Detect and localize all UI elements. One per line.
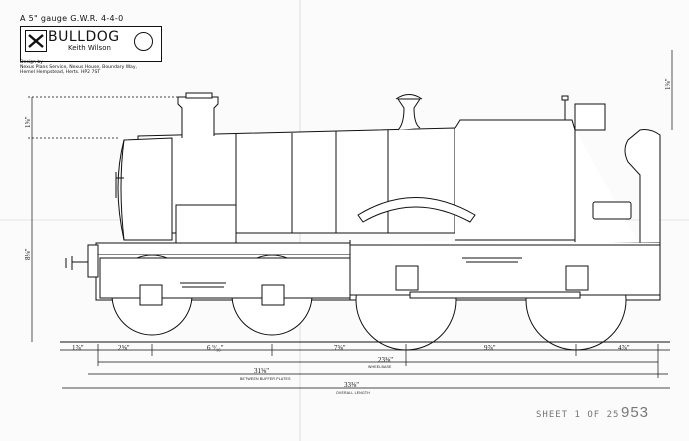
gauge-caption: A 5" gauge G.W.R. 4-4-0 [20, 14, 124, 23]
dim-bogie-front: 2⅝" [118, 344, 130, 352]
design-line: Nexus Plans Service, Nexus House, Bounda… [20, 65, 137, 71]
scale-stamp-icon [134, 32, 153, 51]
author-name: Keith Wilson [68, 44, 111, 52]
design-line: Design by [20, 60, 43, 65]
axlebox [261, 284, 285, 306]
dim-bogie-wheelbase: 6 ⁹⁄₁₆" [207, 344, 224, 352]
publisher-logo-icon [25, 30, 47, 52]
chimney-cap [185, 92, 213, 99]
dim-overall: 33⅜" [344, 381, 360, 389]
lamp-iron [115, 172, 124, 198]
dim-buffer-beams-label: BETWEEN BUFFER PLATES [240, 377, 291, 381]
safety-valve [395, 94, 423, 100]
sandbox [175, 204, 237, 244]
dim-front-overhang: 1⅞" [72, 344, 84, 352]
whistle [561, 95, 569, 120]
buffer [65, 256, 88, 270]
design-credit: Design by Nexus Plans Service, Nexus Hou… [20, 60, 190, 76]
dim-height-main: 8⅛" [24, 248, 32, 260]
axlebox [395, 265, 419, 291]
bogie-spring [180, 282, 226, 288]
axlebox [139, 284, 163, 306]
dim-bogie-to-driver: 7⅝" [334, 344, 346, 352]
cab-roof [574, 103, 606, 131]
driver-spring [462, 257, 522, 263]
axlebox [565, 265, 589, 291]
splasher [357, 197, 476, 223]
smokebox-door [117, 139, 125, 241]
dim-coupled-wheelbase: 9⅞" [484, 344, 496, 352]
locomotive-name: BULLDOG [48, 29, 120, 45]
dome [397, 98, 421, 131]
coupling-rod [409, 291, 581, 299]
firebox [454, 119, 576, 241]
bogie-frame-plate [99, 257, 351, 299]
sheet-number: SHEET 1 OF 25 [536, 410, 620, 420]
smokebox [120, 137, 173, 241]
cab-window [592, 201, 632, 220]
dim-wheelbase-label: WHEELBASE [368, 365, 392, 369]
dim-buffer-beams: 31⅝" [254, 367, 270, 375]
dim-height-right: 1⅜" [664, 78, 672, 90]
drawing-number: 953 [621, 404, 650, 421]
cab-side [574, 129, 661, 246]
dim-height-chimney: 1⅝" [24, 116, 32, 128]
title-block: BULLDOG Keith Wilson [20, 26, 162, 62]
design-line: Hemel Hempstead, Herts. HP2 7ST [20, 70, 101, 76]
dim-rear-overhang: 4⅞" [618, 344, 630, 352]
dim-overall-label: OVERALL LENGTH [336, 391, 370, 395]
dim-wheelbase-total: 23⅜" [378, 356, 394, 364]
chimney [177, 96, 219, 138]
buffer-beam [87, 244, 99, 278]
